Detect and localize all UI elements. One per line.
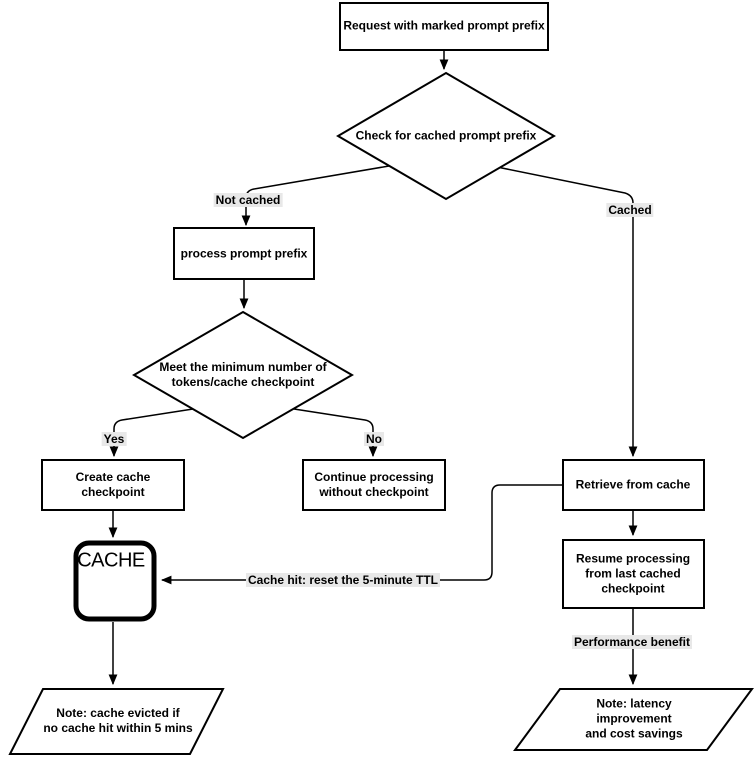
node-cache-shape — [73, 540, 157, 622]
node-create-shape — [41, 459, 185, 511]
node-continue-shape — [302, 459, 446, 511]
edge-meet-to-continue-no — [293, 408, 378, 458]
node-request-shape — [339, 2, 549, 51]
node-resume-shape — [562, 539, 705, 609]
edge-retrieve-to-cache-hit — [160, 484, 563, 585]
node-meet-diamond — [132, 310, 354, 440]
node-note-latency-shape — [513, 688, 754, 751]
edge-meet-to-create-yes — [109, 408, 194, 458]
edge-check-to-retrieve-cached — [496, 166, 638, 458]
node-note-evicted-shape — [8, 688, 225, 755]
node-check-diamond — [336, 71, 556, 201]
node-retrieve-shape — [562, 459, 705, 511]
node-process-shape — [173, 227, 315, 280]
edge-check-to-process-not-cached — [241, 165, 390, 227]
